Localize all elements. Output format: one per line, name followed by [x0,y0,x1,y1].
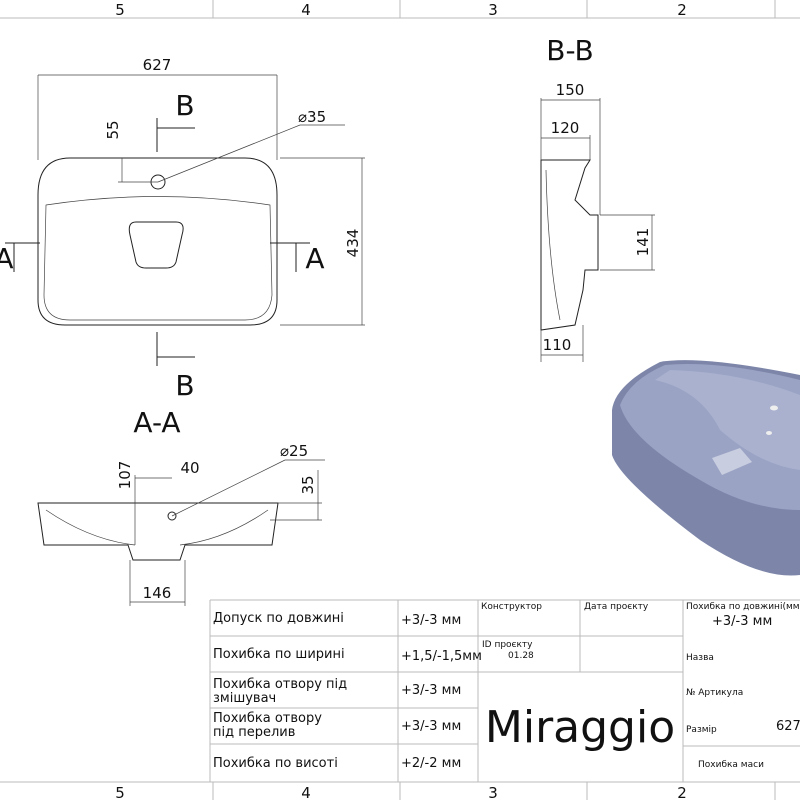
section-aa: A-A 107 40 ⌀25 35 146 [37,406,325,606]
column-label: 3 [488,784,498,800]
hole-diameter: ⌀35 [298,108,326,126]
section-aa-title: A-A [133,406,180,439]
article-label: № Артикула [686,688,743,698]
project-id: 01.28 [508,651,534,661]
column-label: 4 [301,784,311,800]
tolerance-value: +3/-3 мм [401,683,461,698]
brand-logo: Miraggio [485,702,675,753]
dimension-150: 150 [556,81,585,99]
column-label: 5 [115,784,125,800]
hole-offset-dimension: 55 [104,120,122,139]
section-b-marker: B [175,89,194,122]
tolerance-label: Допуск по довжині [213,611,344,626]
tolerance-label: Похибка отвору під [213,677,347,692]
basin-3d-render [612,360,800,576]
length-tolerance-value: +3/-3 мм [712,614,772,629]
tolerance-label: Похибка по ширині [213,647,345,662]
dimension-110: 110 [543,336,572,354]
depth-dimension: 434 [344,229,362,258]
top-view: 627 434 55 ⌀35 B B A A [0,56,365,402]
tolerance-label: Похибка по висоті [213,756,338,771]
column-label: 3 [488,1,498,19]
section-bb: B-B 150 120 141 110 [540,34,655,362]
width-dimension: 627 [143,56,172,74]
section-b-marker: B [175,369,194,402]
tolerance-label: змішувач [213,691,276,706]
designer-label: Конструктор [481,602,542,612]
tolerance-value: +1,5/-1,5мм [401,649,482,664]
section-a-marker: A [305,242,324,275]
tolerance-label: Похибка отвору [213,711,322,726]
tolerance-value: +3/-3 мм [401,719,461,734]
dimension-40: 40 [180,459,199,477]
dimension-35: 35 [299,475,317,494]
hole-diameter-aa: ⌀25 [280,442,308,460]
dimension-141: 141 [634,228,652,257]
dimension-107: 107 [116,461,134,490]
dimension-146: 146 [143,584,172,602]
column-label: 2 [677,1,687,19]
length-tolerance-label: Похибка по довжині(мм) [686,602,800,612]
name-label: Назва [686,653,714,663]
column-label: 5 [115,1,125,19]
mass-tolerance-label: Похибка маси [698,760,764,770]
size-value: 627 [776,719,800,734]
tolerance-label: під перелив [213,725,295,740]
title-block: Допуск по довжині +3/-3 мм Похибка по ши… [209,599,800,782]
dimension-120: 120 [551,119,580,137]
column-label: 2 [677,784,687,800]
tolerance-value: +3/-3 мм [401,613,461,628]
project-id-label: ID проєкту [482,640,533,650]
column-label: 4 [301,1,311,19]
size-label: Размір [686,725,717,735]
date-label: Дата проєкту [584,602,649,612]
tolerance-value: +2/-2 мм [401,756,461,771]
section-bb-title: B-B [546,34,594,67]
section-a-marker: A [0,242,14,275]
